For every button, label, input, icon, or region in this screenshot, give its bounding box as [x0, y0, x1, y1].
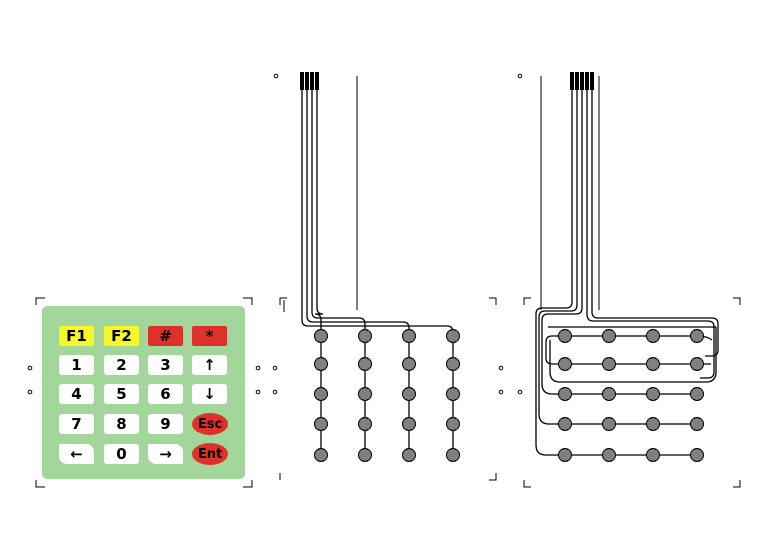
digit-6-key[interactable]: 6	[148, 384, 183, 404]
f1-key[interactable]: F1	[59, 326, 94, 346]
f2-key[interactable]: F2	[104, 326, 139, 346]
star-key[interactable]: *	[192, 326, 227, 346]
crop-marks-keypad	[35, 297, 253, 488]
contact-pad	[446, 357, 460, 371]
contact-pad	[602, 417, 616, 431]
connector-pin	[585, 72, 589, 90]
column-trace	[314, 90, 324, 336]
contact-pad	[314, 448, 328, 462]
contact-pad	[602, 329, 616, 343]
hash-key[interactable]: #	[148, 326, 183, 346]
arrow-left-key[interactable]: ←	[59, 444, 94, 464]
contact-pad	[558, 387, 572, 401]
contact-pad	[402, 357, 416, 371]
digit-3-key[interactable]: 3	[148, 355, 183, 375]
contact-pad	[690, 417, 704, 431]
digit-2-key[interactable]: 2	[104, 355, 139, 375]
contact-pad	[358, 329, 372, 343]
contact-pad	[402, 329, 416, 343]
contact-pad	[646, 417, 660, 431]
row-trace	[538, 90, 578, 425]
row-trace	[591, 90, 719, 357]
contact-pad	[446, 448, 460, 462]
arrow-up-key[interactable]: ↑	[192, 355, 227, 375]
arrow-right-key[interactable]: →	[148, 444, 183, 464]
crop-marks-column-layer	[279, 297, 497, 481]
row-trace	[535, 90, 573, 456]
connector-pin	[580, 72, 584, 90]
contact-pad	[602, 448, 616, 462]
contact-pad	[314, 357, 328, 371]
contact-pad	[402, 417, 416, 431]
column-layer-circuit	[300, 72, 460, 462]
contact-pad	[446, 329, 460, 343]
digit-4-key[interactable]: 4	[59, 384, 94, 404]
connector-pin	[310, 72, 314, 90]
contact-pad	[690, 357, 704, 371]
contact-pad	[402, 448, 416, 462]
column-trace	[301, 90, 454, 336]
digit-9-key[interactable]: 9	[148, 414, 183, 434]
contact-pad	[646, 387, 660, 401]
contact-pad	[358, 387, 372, 401]
contact-pad	[358, 357, 372, 371]
connector-pin	[305, 72, 309, 90]
contact-pad	[446, 387, 460, 401]
crop-marks-row-layer	[523, 297, 741, 488]
arrow-down-key[interactable]: ↓	[192, 384, 227, 404]
contact-pad	[358, 448, 372, 462]
row-trace	[541, 90, 583, 395]
enter-key[interactable]: Ent	[192, 443, 228, 465]
contact-pad	[690, 329, 704, 343]
digit-7-key[interactable]: 7	[59, 414, 94, 434]
contact-pad	[446, 417, 460, 431]
contact-pad	[358, 417, 372, 431]
contact-pad	[314, 329, 328, 343]
contact-pad	[602, 387, 616, 401]
registration-holes-keypad	[27, 365, 261, 395]
contact-pad	[602, 357, 616, 371]
row-trace	[548, 326, 717, 383]
contact-pad	[646, 329, 660, 343]
connector-pin	[300, 72, 304, 90]
column-trace	[311, 90, 366, 336]
contact-pad	[558, 448, 572, 462]
registration-holes-row-layer	[517, 73, 523, 395]
contact-pad	[558, 329, 572, 343]
connector-pin	[570, 72, 574, 90]
contact-pad	[558, 357, 572, 371]
contact-pad	[402, 387, 416, 401]
registration-holes-column-layer	[272, 73, 504, 395]
connector-pin	[575, 72, 579, 90]
digit-8-key[interactable]: 8	[104, 414, 139, 434]
connector-pin	[315, 72, 319, 90]
digit-1-key[interactable]: 1	[59, 355, 94, 375]
contact-pad	[314, 387, 328, 401]
contact-pad	[646, 448, 660, 462]
contact-pad	[690, 387, 704, 401]
column-trace	[306, 90, 410, 336]
contact-pad	[558, 417, 572, 431]
contact-pad	[314, 417, 328, 431]
digit-5-key[interactable]: 5	[104, 384, 139, 404]
contact-pad	[646, 357, 660, 371]
digit-0-key[interactable]: 0	[104, 444, 139, 464]
row-layer-circuit	[535, 72, 719, 462]
esc-key[interactable]: Esc	[192, 413, 228, 435]
connector-pin	[590, 72, 594, 90]
contact-pad	[690, 448, 704, 462]
